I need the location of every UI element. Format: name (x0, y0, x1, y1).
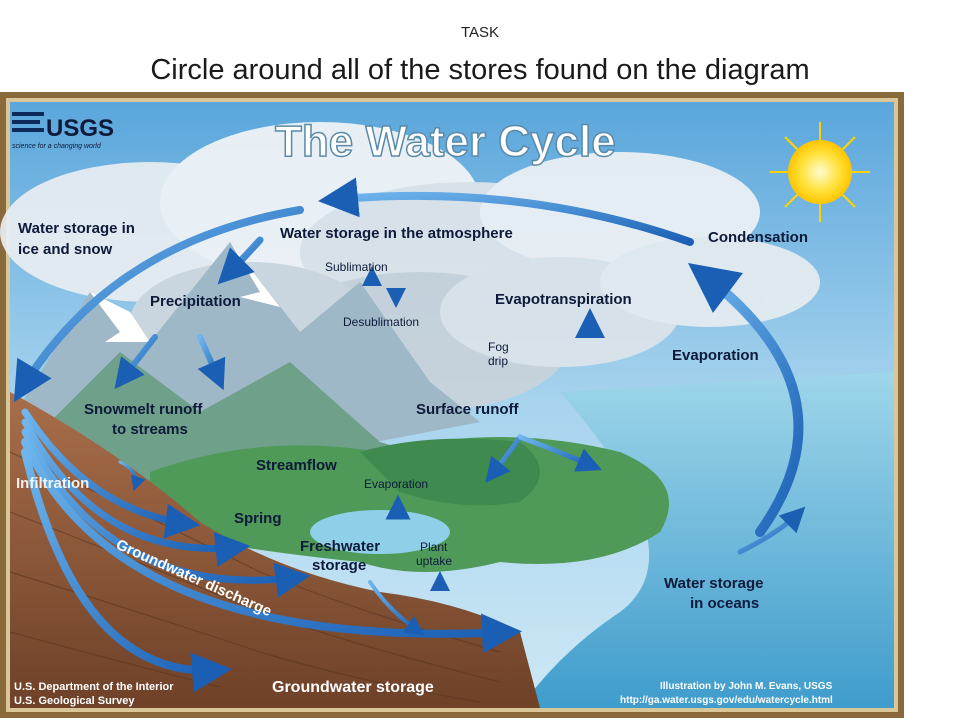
logo-tagline: science for a changing world (12, 143, 102, 150)
label-precipitation: Precipitation (150, 293, 241, 310)
label-snowmelt-2: to streams (112, 421, 188, 438)
task-label: TASK (460, 24, 500, 41)
label-ice-snow-1: Water storage in (18, 220, 135, 237)
label-plant-1: Plant (420, 540, 448, 554)
department-line-2: U.S. Geological Survey (14, 695, 135, 707)
water-cycle-diagram: USGS science for a changing world The Wa… (0, 92, 904, 718)
label-condensation: Condensation (708, 229, 808, 246)
label-oceans-2: in oceans (690, 595, 759, 612)
label-infiltration: Infiltration (16, 475, 89, 492)
label-snowmelt-1: Snowmelt runoff (84, 401, 203, 418)
credit-url: http://ga.water.usgs.gov/edu/watercycle.… (620, 695, 833, 706)
label-streamflow: Streamflow (256, 457, 337, 474)
label-surface-runoff: Surface runoff (416, 401, 520, 418)
illustration-credit: Illustration by John M. Evans, USGS (660, 681, 833, 692)
arrows (13, 177, 806, 693)
arrow-precip-down (217, 236, 264, 285)
arrow-evaporation (688, 262, 804, 537)
department-line-1: U.S. Department of the Interior (14, 681, 174, 693)
diagram-title: The Water Cycle (275, 117, 616, 166)
label-ice-snow-2: ice and snow (18, 241, 113, 258)
logo-text: USGS (46, 115, 114, 142)
label-groundwater-storage: Groundwater storage (272, 679, 434, 696)
lake (310, 510, 450, 554)
usgs-logo: USGS science for a changing world (12, 112, 114, 150)
label-evapotranspiration: Evapotranspiration (495, 291, 632, 308)
label-fog-1: Fog (488, 340, 509, 354)
label-desublimation: Desublimation (343, 315, 419, 329)
label-oceans-1: Water storage (664, 575, 763, 592)
task-instruction: Circle around all of the stores found on… (150, 54, 810, 86)
label-freshwater-1: Freshwater (300, 538, 380, 555)
label-evaporation-ocean: Evaporation (672, 347, 759, 364)
sun (770, 122, 870, 222)
arrow-condensation-top (318, 177, 694, 246)
label-spring: Spring (234, 510, 282, 527)
label-sublimation: Sublimation (325, 260, 388, 274)
label-plant-2: uptake (416, 554, 452, 568)
label-evaporation-lake: Evaporation (364, 477, 428, 491)
label-atmosphere: Water storage in the atmosphere (280, 225, 513, 242)
arrow-left-loop (13, 206, 304, 403)
label-freshwater-2: storage (312, 557, 366, 574)
label-fog-2: drip (488, 354, 508, 368)
